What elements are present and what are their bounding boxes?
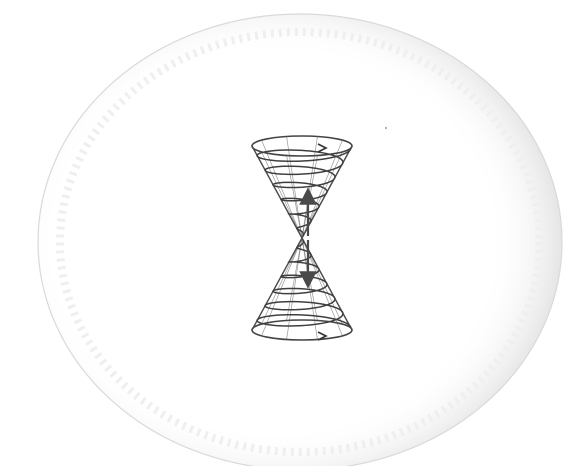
sphere <box>38 14 562 466</box>
speck <box>385 127 387 129</box>
sphere-outline <box>38 14 562 466</box>
